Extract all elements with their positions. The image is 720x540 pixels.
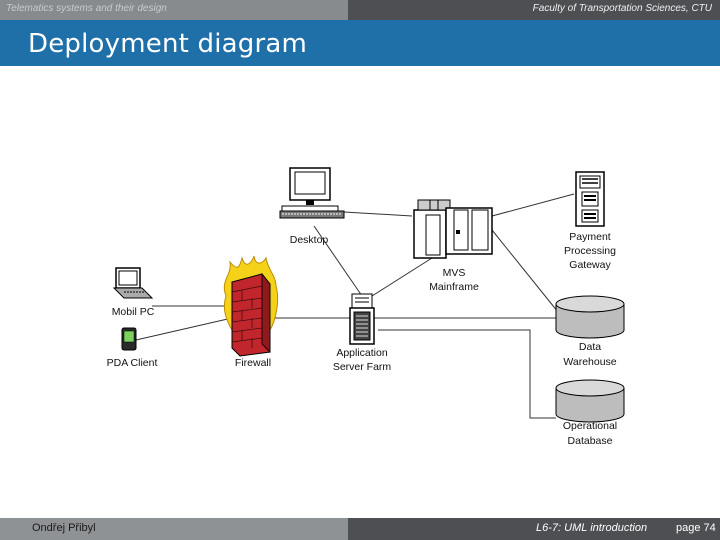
connector-mvs-payment (491, 193, 575, 217)
pda-client-node: PDA Client (107, 327, 158, 369)
firewall-icon (223, 255, 279, 357)
mobile-pc-node: Mobil PC (112, 267, 155, 318)
pda-icon (121, 327, 137, 351)
warehouse-label-line2: Warehouse (563, 356, 616, 368)
connector-desktop-appserver (313, 225, 363, 297)
payment-label-line3: Gateway (569, 259, 611, 271)
desktop-label: Desktop (290, 234, 329, 246)
connector-appserver-mvs (371, 257, 433, 297)
laptop-icon (112, 267, 154, 299)
mvs-mainframe-node: MVS Mainframe (413, 199, 493, 293)
page-number: page 74 (676, 522, 716, 534)
opdb-label-line1: Operational (563, 420, 617, 432)
top-bar: Telematics systems and their design Facu… (0, 0, 720, 20)
author-name: Ondřej Přibyl (32, 522, 96, 534)
server-tower-icon (575, 171, 605, 227)
mvs-label-line2: Mainframe (429, 281, 479, 293)
mobile-pc-label: Mobil PC (112, 306, 155, 318)
data-warehouse-node: Data Warehouse (555, 295, 625, 368)
top-bar-right: Faculty of Transportation Sciences, CTU (348, 0, 720, 20)
course-title: Telematics systems and their design (6, 3, 167, 14)
slide-title: Deployment diagram (28, 29, 308, 59)
pda-client-label: PDA Client (107, 357, 158, 369)
opdb-label-line2: Database (568, 435, 613, 447)
app-server-farm-node: Application Server Farm (333, 293, 392, 373)
desktop-computer-icon (279, 167, 345, 219)
payment-label-line2: Processing (564, 245, 616, 257)
connectors (135, 193, 575, 419)
payment-label-line1: Payment (569, 231, 611, 243)
firewall-node: Firewall (223, 255, 279, 369)
faculty-name: Faculty of Transportation Sciences, CTU (532, 3, 712, 14)
title-bar: Deployment diagram (0, 20, 720, 66)
connector-pda-firewall (135, 317, 233, 341)
payment-gateway-node: Payment Processing Gateway (564, 171, 616, 271)
database-cylinder-icon (555, 295, 625, 339)
app-server-label-line1: Application (336, 347, 388, 359)
deployment-diagram: Desktop MVS Mainframe (107, 167, 625, 447)
mvs-label-line1: MVS (443, 267, 466, 279)
footer-left: Ondřej Přibyl (0, 518, 348, 540)
footer-right: L6-7: UML introduction page 74 (348, 518, 720, 540)
footer-bar: Ondřej Přibyl L6-7: UML introduction pag… (0, 518, 720, 540)
mainframe-icon (413, 199, 493, 259)
firewall-label: Firewall (235, 357, 271, 369)
desktop-node: Desktop (279, 167, 345, 246)
connector-appserver-opdb (378, 329, 556, 419)
connector-desktop-mvs (343, 211, 413, 217)
database-cylinder-icon (555, 379, 625, 423)
connector-mvs-warehouse (491, 229, 559, 313)
lecture-name: L6-7: UML introduction (536, 522, 648, 534)
operational-database-node: Operational Database (555, 379, 625, 447)
warehouse-label-line1: Data (579, 341, 601, 353)
top-bar-left: Telematics systems and their design (0, 0, 348, 20)
app-server-label-line2: Server Farm (333, 361, 392, 373)
server-rack-icon (349, 293, 375, 345)
